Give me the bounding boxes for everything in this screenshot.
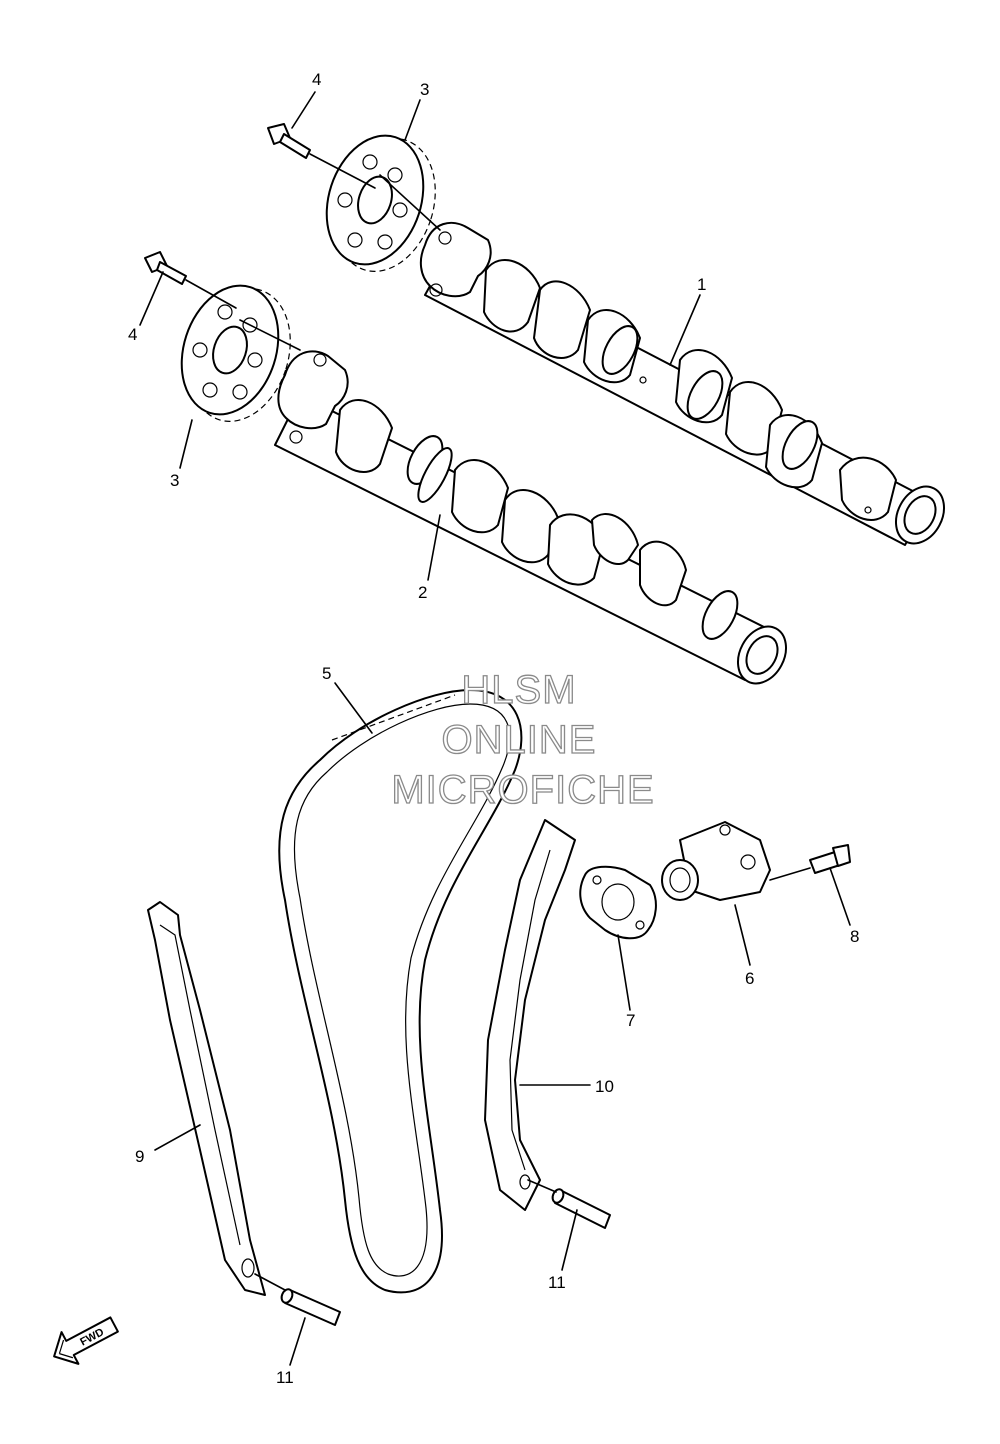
callout-1: 1 (697, 275, 706, 294)
callout-3-upper: 3 (420, 80, 429, 99)
cam-sprocket-lower (180, 284, 291, 422)
callout-4-upper: 4 (312, 70, 321, 89)
tensioner-bolt (809, 844, 851, 874)
leader-lines (139, 91, 851, 1366)
callout-7: 7 (626, 1011, 635, 1030)
callout-6: 6 (745, 969, 754, 988)
callout-9: 9 (135, 1147, 144, 1166)
callout-11-left: 11 (276, 1368, 294, 1387)
chain-guide-10 (484, 819, 576, 1211)
watermark-line-2: ONLINE (442, 718, 597, 762)
chain-guide-9 (147, 901, 266, 1296)
callout-5: 5 (322, 664, 331, 683)
callout-11-right: 11 (548, 1273, 566, 1292)
sprocket-bolt-upper (267, 123, 376, 189)
cam-sprocket-upper (325, 134, 436, 272)
watermark-line-3: MICROFICHE (391, 768, 654, 812)
fwd-arrow-icon: FWD (53, 1316, 119, 1365)
dowel-pin-left (254, 1273, 341, 1326)
callout-10: 10 (595, 1077, 614, 1096)
callout-2: 2 (418, 583, 427, 602)
callout-3-lower: 3 (170, 471, 179, 490)
watermark-line-1: HLSM (461, 668, 576, 712)
chain-tensioner (661, 821, 811, 901)
timing-chain (278, 689, 523, 1294)
watermark: HLSM ONLINE MICROFICHE (391, 667, 655, 812)
sprocket-bolt-lower (144, 251, 237, 309)
camshaft-2 (274, 350, 787, 685)
callout-4-lower: 4 (128, 325, 137, 344)
tensioner-gasket (579, 865, 657, 940)
dowel-pin-right (527, 1179, 611, 1229)
camshaft-1 (419, 221, 945, 546)
callout-8: 8 (850, 927, 859, 946)
